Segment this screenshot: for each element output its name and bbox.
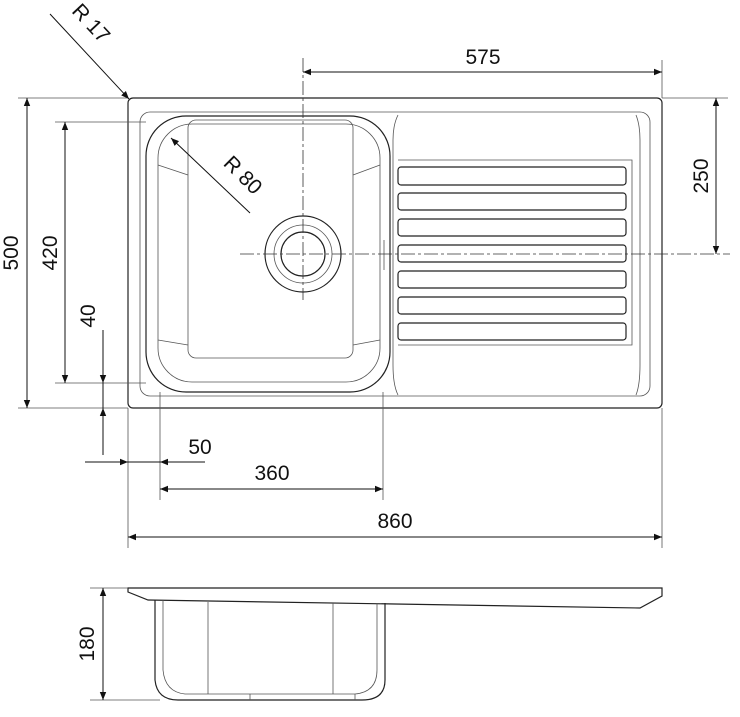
dimension-label: 360: [254, 462, 289, 485]
dimension-label: 500: [0, 235, 23, 270]
top-view: [127, 58, 730, 409]
dimension-label: 50: [188, 436, 211, 459]
sink-outline: [127, 97, 663, 409]
drainer-rib: [397, 218, 627, 237]
drainer-rib: [397, 296, 627, 315]
bowl-profile: [154, 600, 386, 701]
dimension-180: 180: [76, 588, 107, 700]
dimension-50: 50: [85, 436, 212, 466]
radius-r17: R 17: [49, 0, 130, 100]
dimension-label: R 80: [219, 152, 267, 200]
drainer-rib: [397, 322, 627, 341]
drainer-rib: [397, 192, 627, 211]
extension-lines: [18, 60, 728, 548]
dimension-250: 250: [690, 98, 720, 254]
dimension-label: 575: [465, 46, 500, 69]
dimension-label: 40: [77, 304, 100, 327]
bowl-mid: [157, 123, 381, 383]
bowl-floor: [187, 119, 354, 359]
dimension-label: 180: [76, 626, 99, 661]
radius-r80: R 80: [170, 137, 267, 214]
dimension-label: 860: [377, 510, 412, 533]
dimension-label: 420: [39, 235, 62, 270]
drainer-rib: [397, 270, 627, 289]
dimension-360: 360: [160, 462, 383, 493]
dimension-860: 860: [128, 510, 662, 541]
side-view: [90, 587, 663, 701]
dimension-label: 250: [690, 158, 713, 193]
drainer-rib: [397, 244, 627, 263]
dimension-500: 500: [0, 98, 31, 408]
drainer-rib: [397, 166, 627, 186]
drainer-ribs: [397, 166, 627, 341]
rim-profile: [127, 587, 663, 609]
dimension-420: 420: [39, 122, 69, 383]
drainer-area: [392, 114, 641, 396]
dimension-575: 575: [303, 46, 662, 76]
dimension-40: 40: [77, 304, 107, 455]
